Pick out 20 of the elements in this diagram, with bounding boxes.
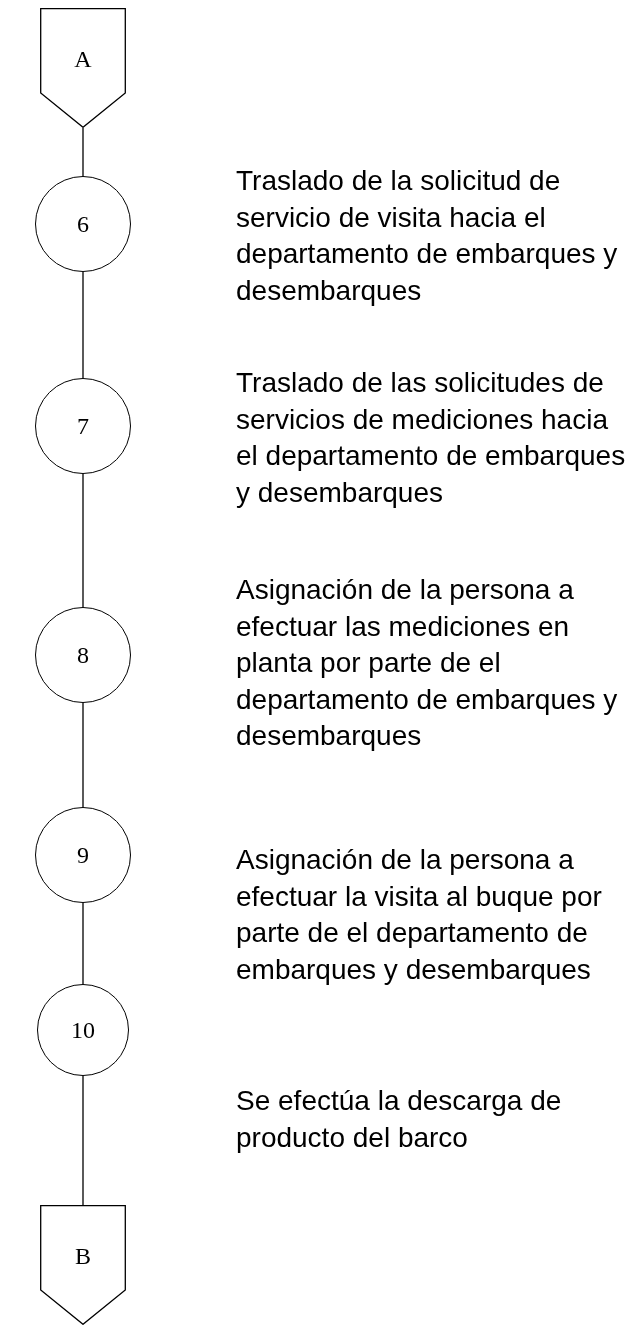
connector-line [82,702,84,808]
step-description: Se efectúa la descarga de producto del barco [236,1084,563,1155]
connector-line [82,902,84,985]
connector-letter: A [74,47,92,71]
connector-line [82,127,84,177]
step-number: 8 [77,643,89,667]
connector-line [82,1075,84,1206]
step-description: Traslado de las solicitudes de servicios de mediciones hacia el departamento de embarques y desembarques [236,366,627,510]
step-number: 10 [71,1018,95,1042]
off-page-connector [40,1205,126,1325]
step-description: Asignación de la persona a efectuar la visita al buque por parte de el departamento de embarques y desembarques [236,843,603,987]
step-description: Traslado de la solicitud de servicio de visita hacia el departamento de embarques y desembarques [236,164,619,308]
connector-letter: B [75,1244,91,1268]
step-number: 7 [77,414,89,438]
step-number: 6 [77,212,89,236]
connector-line [82,473,84,608]
step-description: Asignación de la persona a efectuar las mediciones en planta por parte de el departamento de embarques y desembarques [236,573,619,753]
connector-line [82,271,84,379]
off-page-connector [40,8,126,128]
step-number: 9 [77,843,89,867]
